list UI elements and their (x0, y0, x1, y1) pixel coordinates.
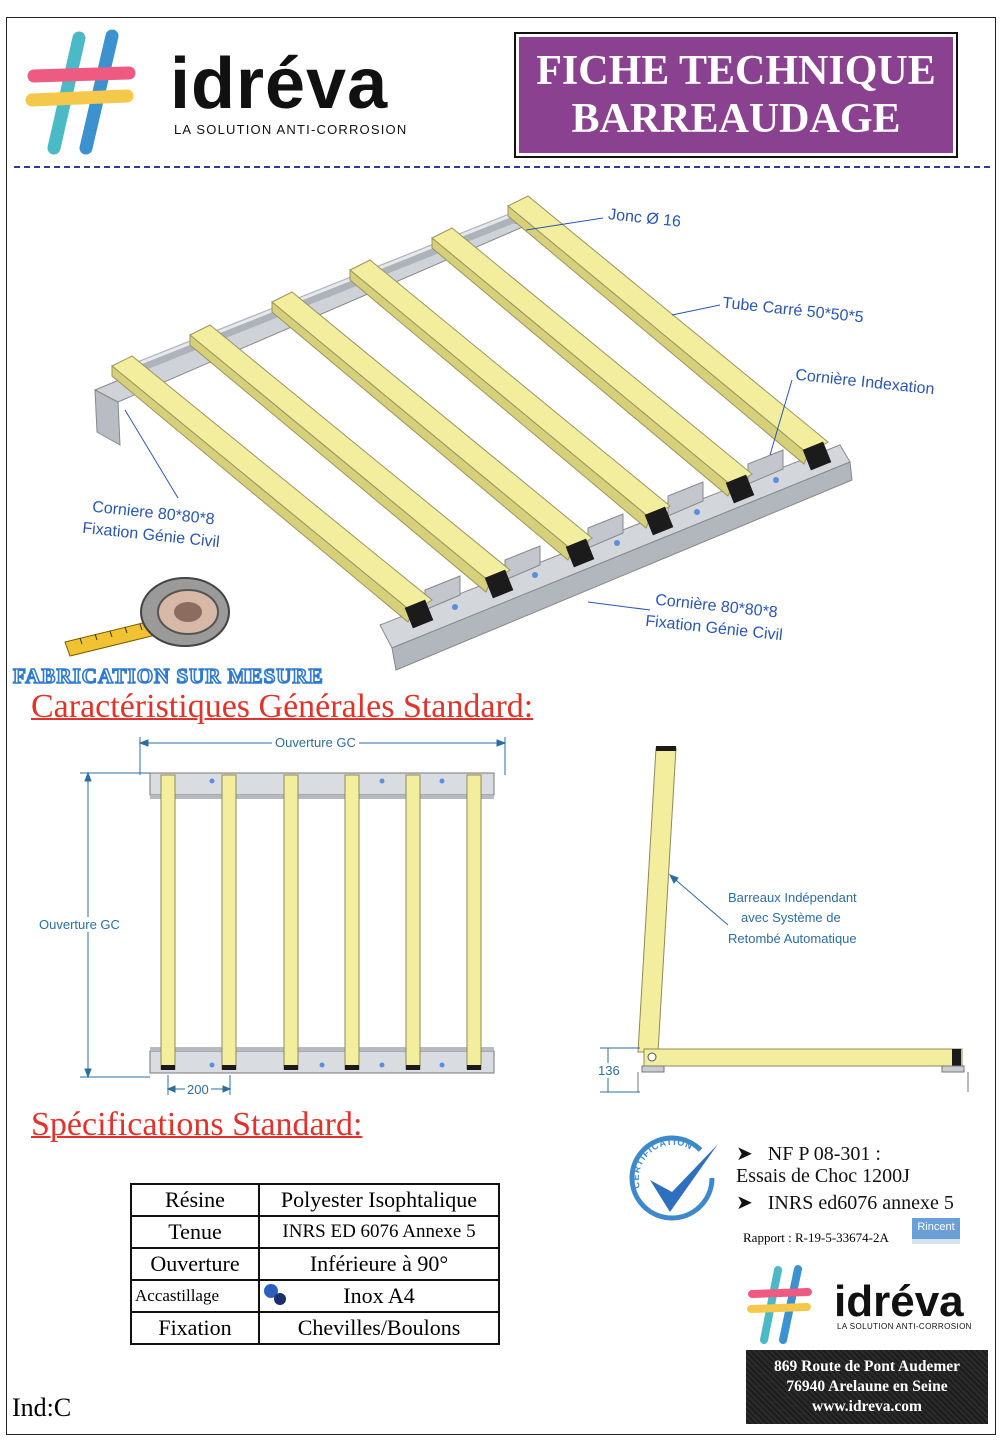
table-row: Accastillage Inox A4 (130, 1279, 500, 1313)
website-link[interactable]: www.idreva.com (812, 1398, 922, 1415)
hash-logo-icon (25, 29, 136, 155)
side-label-2: avec Système de (741, 910, 841, 925)
table-row: Ouverture Inférieure à 90° (130, 1247, 500, 1281)
plan-spacing-label: 200 (185, 1082, 211, 1097)
spec-key: Ouverture (130, 1247, 260, 1281)
plan-view (80, 737, 507, 1095)
spec-key: Tenue (130, 1215, 260, 1249)
spec-key: Résine (130, 1183, 260, 1217)
norm-1: ➤ NF P 08-301 : (736, 1141, 881, 1166)
page-frame (6, 17, 996, 1435)
spec-table: Résine Polyester Isophtalique Tenue INRS… (130, 1183, 500, 1345)
spec-value-text: Inox A4 (343, 1283, 415, 1308)
fabrication-label: FABRICATION SUR MESURE (12, 663, 324, 689)
spec-value: Chevilles/Boulons (258, 1311, 500, 1345)
norm-1-text: NF P 08-301 : (767, 1143, 881, 1165)
side-height-label: 136 (596, 1063, 622, 1078)
norm-2-text: INRS ed6076 annexe 5 (767, 1192, 954, 1214)
title-box: FICHE TECHNIQUE BARREAUDAGE (514, 32, 958, 158)
footer-brand-name: idréva (834, 1277, 964, 1326)
table-row: Résine Polyester Isophtalique (130, 1183, 500, 1217)
certification-seal: CERTIFICATION (622, 1130, 724, 1225)
address-block: 869 Route de Pont Audemer 76940 Arelaune… (746, 1350, 988, 1424)
title-line-1: FICHE TECHNIQUE (536, 48, 936, 94)
isometric-view (93, 195, 853, 671)
measuring-tape-icon (64, 577, 230, 657)
lab-logo: Rincent (912, 1218, 960, 1244)
bullet-arrow-icon: ➤ (736, 1143, 768, 1165)
plan-height-label: Ouverture GC (37, 917, 122, 932)
bullet-arrow-icon: ➤ (736, 1192, 768, 1214)
hash-logo-icon (747, 1265, 812, 1344)
spec-value: Inox A4 (258, 1279, 500, 1313)
spec-value: Inférieure à 90° (258, 1247, 500, 1281)
spec-key: Accastillage (130, 1279, 260, 1313)
brand-tagline: LA SOLUTION ANTI-CORROSION (174, 122, 408, 137)
spec-value: Polyester Isophtalique (258, 1183, 500, 1217)
report-ref: Rapport : R-19-5-33674-2A (743, 1230, 889, 1245)
header-logo: idréva LA SOLUTION ANTI-CORROSION (24, 28, 434, 158)
document-index: Ind:C (12, 1393, 72, 1422)
spec-key: Fixation (130, 1311, 260, 1345)
address-line-1: 869 Route de Pont Audemer (774, 1358, 960, 1375)
norm-2: ➤ INRS ed6076 annexe 5 (736, 1190, 954, 1215)
header-divider (14, 166, 990, 168)
norm-1-detail: Essais de Choc 1200J (736, 1165, 910, 1187)
side-view (600, 746, 969, 1093)
side-label-1: Barreaux Indépendant (728, 890, 857, 905)
brand-name: idréva (170, 44, 389, 124)
address-line-2: 76940 Arelaune en Seine (786, 1378, 948, 1395)
side-label-3: Retombé Automatique (728, 931, 857, 946)
table-row: Fixation Chevilles/Boulons (130, 1311, 500, 1345)
spec-value: INRS ED 6076 Annexe 5 (258, 1215, 500, 1249)
bolt-nut-icon (274, 1293, 286, 1305)
plan-width-label: Ouverture GC (272, 735, 359, 750)
section-general-title: Caractéristiques Générales Standard: (31, 688, 534, 725)
footer-tagline: LA SOLUTION ANTI-CORROSION (837, 1322, 972, 1331)
section-spec-title: Spécifications Standard: (31, 1106, 363, 1143)
title-line-2: BARREAUDAGE (571, 96, 901, 142)
footer-logo: idréva LA SOLUTION ANTI-CORROSION (746, 1264, 990, 1346)
table-row: Tenue INRS ED 6076 Annexe 5 (130, 1215, 500, 1249)
